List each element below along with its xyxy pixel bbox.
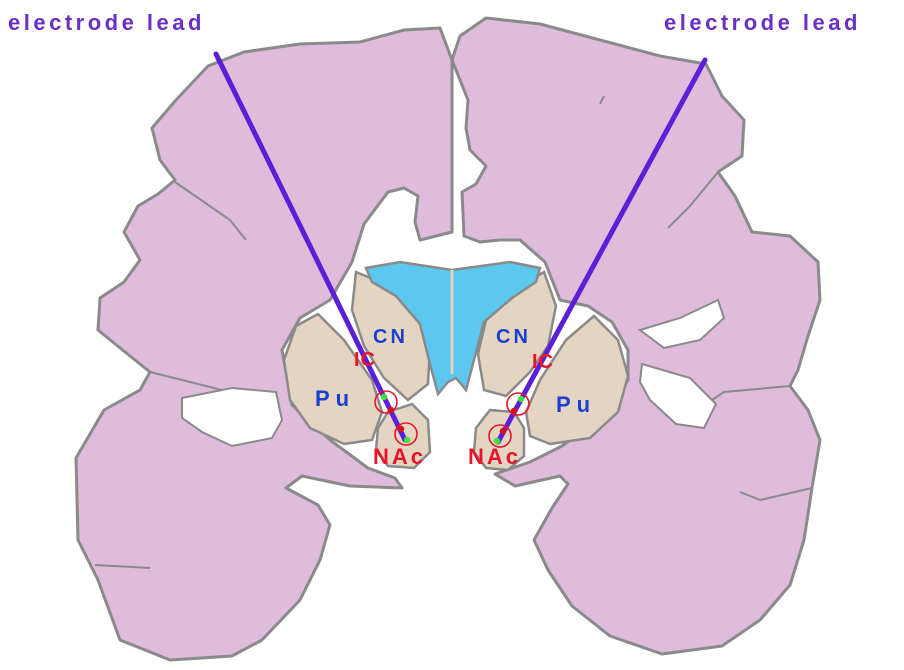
- nac-label-left: NAc: [373, 444, 426, 469]
- electrode-lead-label-right: electrode lead: [664, 10, 861, 35]
- electrode-lead-label-left: electrode lead: [8, 10, 205, 35]
- left-contact-1: [381, 394, 387, 400]
- pu-label-right: Pu: [556, 392, 596, 417]
- ic-label-left: IC: [354, 349, 376, 371]
- right-contact-2: [511, 408, 517, 414]
- ic-label-right: IC: [532, 351, 554, 373]
- left-contact-4: [404, 437, 410, 443]
- nac-label-right: NAc: [468, 444, 521, 469]
- pu-label-left: Pu: [315, 386, 355, 411]
- left-contact-3: [398, 426, 404, 432]
- right-contact-1: [518, 396, 524, 402]
- cn-label-right: CN: [496, 326, 531, 348]
- cn-label-left: CN: [373, 326, 408, 348]
- left-contact-2: [388, 407, 394, 413]
- right-contact-3: [500, 428, 506, 434]
